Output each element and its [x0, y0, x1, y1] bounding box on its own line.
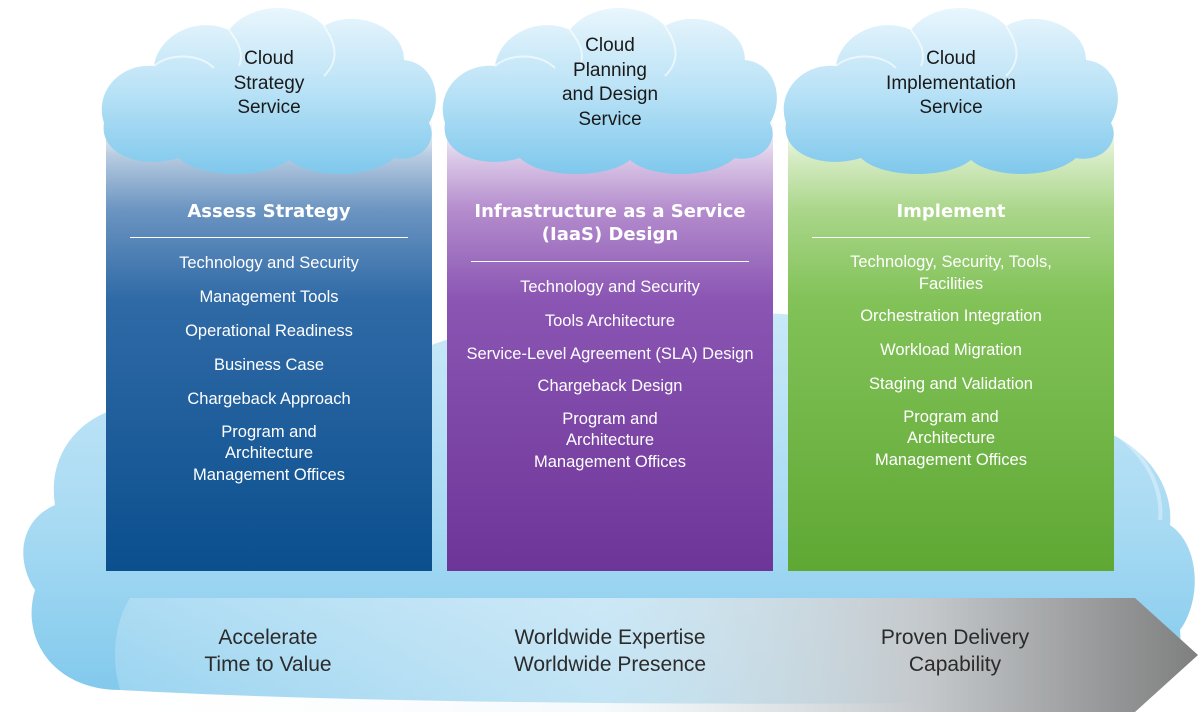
list-item: Program and Architecture Management Offi… [534, 409, 686, 471]
list-item: Technology, Security, Tools, Facilities [850, 253, 1052, 293]
list-item: Program and Architecture Management Offi… [193, 423, 345, 484]
list-item: Technology and Security [179, 254, 359, 273]
list-item: Service-Level Agreement (SLA) Design [466, 344, 754, 363]
cloud-label-planning: Cloud Planning and Design Service [561, 35, 659, 131]
column-heading: Implement [896, 201, 1006, 222]
list-item: Workload Migration [880, 341, 1022, 360]
column-assess-strategy: Assess Strategy Technology and Security … [106, 200, 432, 496]
column-divider [130, 237, 408, 239]
value-arrow-band [115, 598, 1198, 712]
column-divider [812, 237, 1090, 239]
list-item: Business Case [213, 356, 325, 375]
value-label-accelerate: Accelerate Time to Value [204, 626, 332, 677]
list-item: Program and Architecture Management Offi… [875, 408, 1027, 469]
column-implement: Implement Technology, Security, Tools, F… [788, 200, 1114, 481]
list-item: Orchestration Integration [860, 307, 1042, 326]
list-item: Chargeback Approach [187, 390, 351, 409]
list-item: Staging and Validation [869, 375, 1033, 394]
column-heading: Infrastructure as a Service (IaaS) Desig… [474, 201, 746, 246]
value-label-proven-delivery: Proven Delivery Capability [880, 626, 1030, 677]
column-divider [471, 260, 749, 262]
value-label-worldwide: Worldwide Expertise Worldwide Presence [513, 626, 707, 677]
column-heading: Assess Strategy [187, 201, 351, 222]
cloud-label-implementation: Cloud Implementation Service [886, 48, 1016, 119]
column-body-purple [447, 120, 773, 571]
column-iaas-design: Infrastructure as a Service (IaaS) Desig… [447, 200, 773, 483]
cloud-icon [783, 8, 1118, 175]
list-item: Technology and Security [520, 277, 700, 296]
cloud-label-strategy: Cloud Strategy Service [233, 48, 305, 119]
list-item: Operational Readiness [185, 322, 353, 341]
cloud-icon [101, 8, 436, 175]
column-body-green [788, 120, 1114, 571]
list-item: Tools Architecture [544, 311, 676, 330]
list-item: Management Tools [199, 288, 339, 307]
column-body-blue [106, 120, 432, 571]
cloud-icon [442, 8, 777, 175]
list-item: Chargeback Design [537, 377, 683, 396]
